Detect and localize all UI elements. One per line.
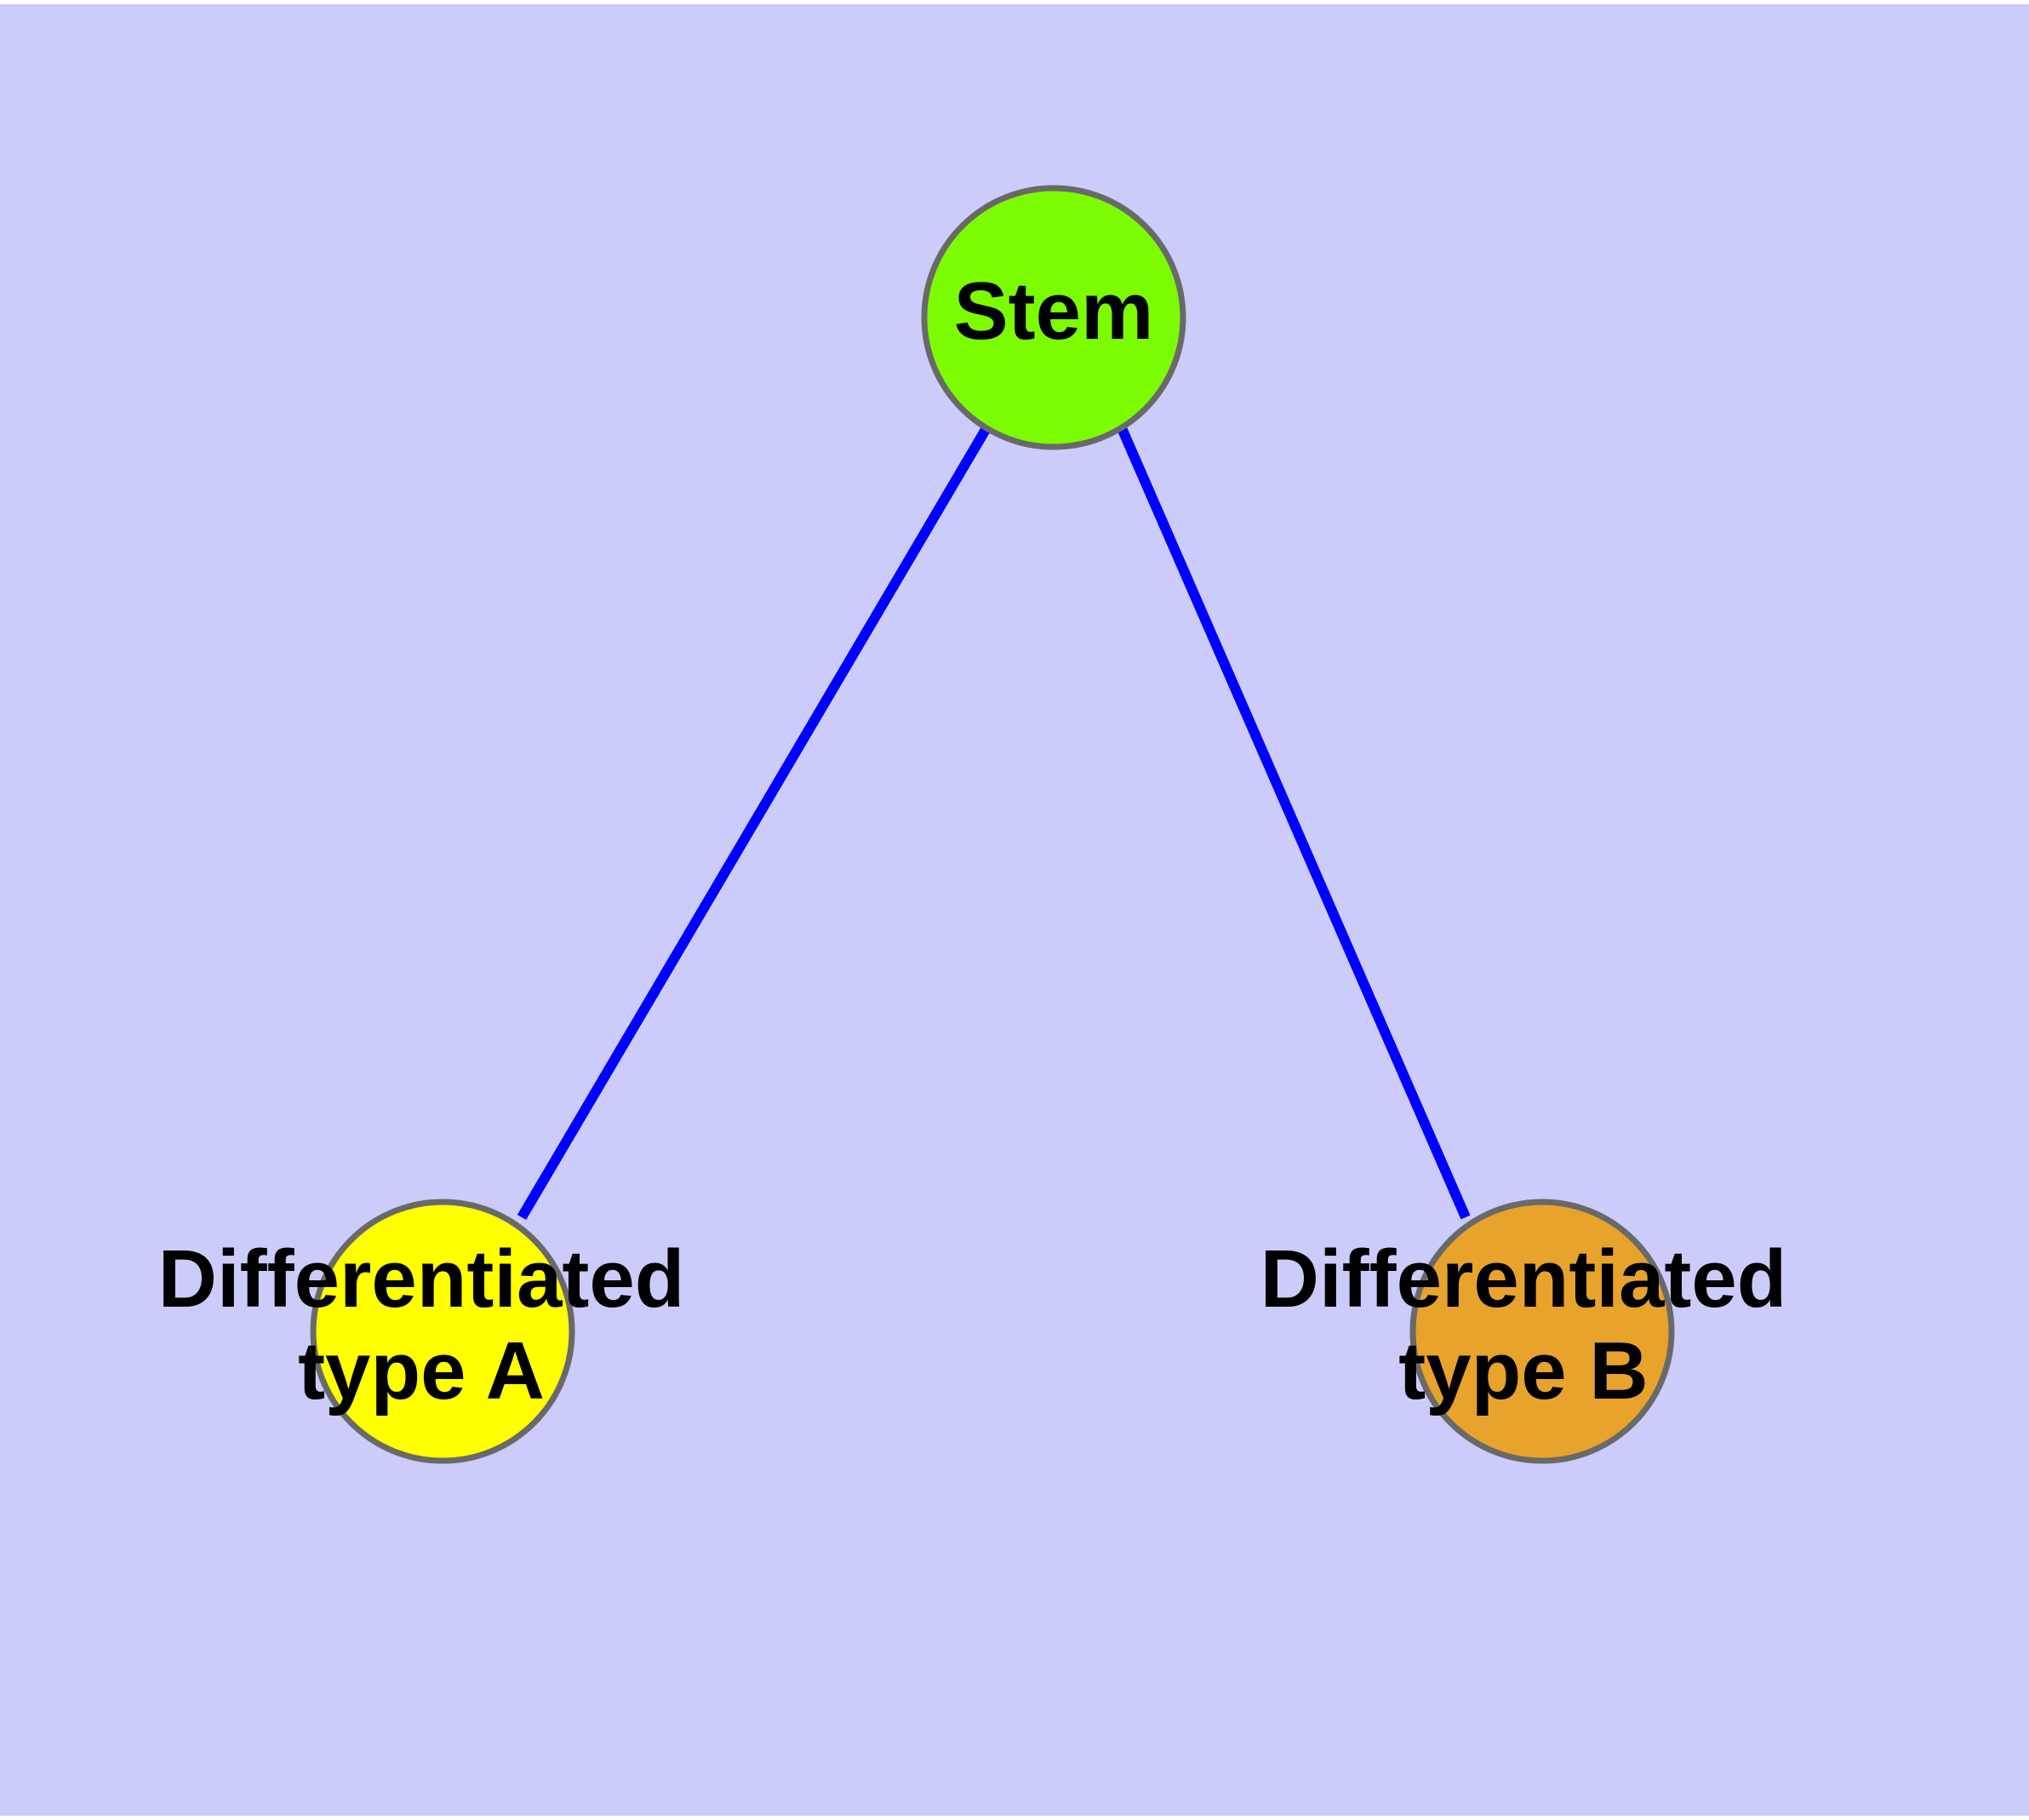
node-stem-label: Stem [954,266,1154,357]
node-stem[interactable]: Stem [921,185,1186,450]
edge-stem-to-diff-a[interactable] [517,425,992,1221]
node-stem-circle[interactable] [921,185,1186,450]
node-diff-b-circle[interactable] [1409,1199,1675,1464]
edge-layer [517,425,1471,1221]
node-diff-a-circle[interactable] [310,1199,575,1464]
edge-stem-to-diff-b[interactable] [1117,426,1471,1220]
